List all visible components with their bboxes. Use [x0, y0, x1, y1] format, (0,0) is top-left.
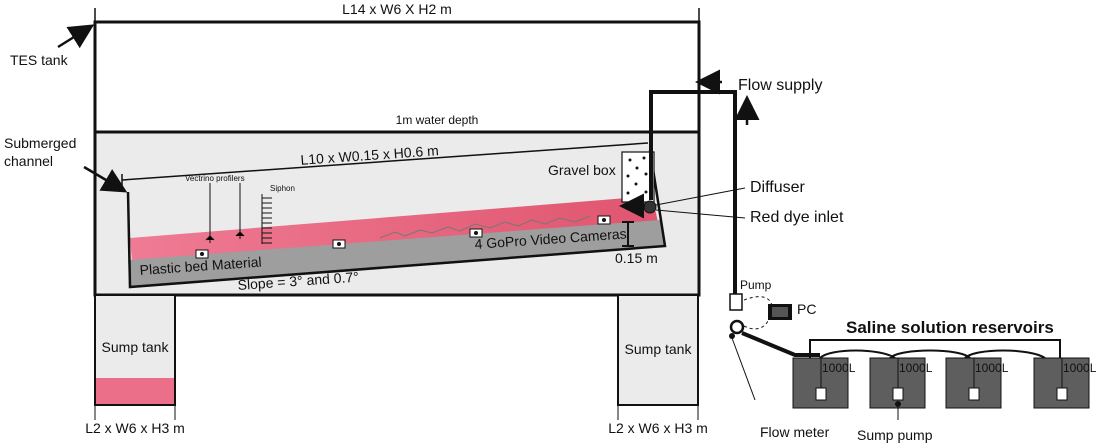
reservoir-3: [945, 357, 1002, 409]
flow-meter-label: Flow meter: [760, 424, 830, 440]
gravel-box-label: Gravel box: [548, 162, 616, 178]
camera-icon: [469, 228, 483, 238]
flow-meter: [729, 319, 745, 335]
reservoir-2: [869, 357, 926, 409]
pump: [729, 293, 743, 311]
sump-pump-label: Sump pump: [857, 427, 933, 443]
tes-tank-arrow: [57, 24, 95, 49]
reservoir-2-cap: 1000L: [899, 361, 933, 375]
camera-icon: [332, 239, 346, 249]
pc-label: PC: [797, 301, 816, 317]
tes-dims-label: L14 x W6 X H2 m: [342, 1, 452, 17]
red-dye-inlet-label: Red dye inlet: [750, 209, 844, 226]
sump-tank-left: [94, 294, 176, 406]
reservoir-3-cap: 1000L: [975, 361, 1009, 375]
sump-tank-right-label: Sump tank: [625, 341, 693, 357]
camera-icon: [597, 215, 611, 225]
sump-dims-right: L2 x W6 x H3 m: [608, 420, 708, 436]
camera-icon: [195, 249, 209, 259]
tes-tank-label: TES tank: [10, 52, 69, 68]
submerged-label-2: channel: [4, 153, 53, 169]
bed-material: [128, 220, 665, 287]
dye-layer: [130, 196, 658, 262]
sump-tank-right: [617, 294, 699, 406]
submerged-label-1: Submerged: [4, 135, 76, 151]
reservoir-4-cap: 1000L: [1063, 361, 1097, 375]
flow-supply-label: Flow supply: [738, 77, 822, 94]
flow-supply-pipe: [649, 90, 737, 310]
reservoir-4: [1033, 357, 1090, 409]
diffuser: [643, 200, 657, 214]
sump-tank-left-label: Sump tank: [102, 339, 170, 355]
water-depth-label: 1m water depth: [396, 113, 479, 127]
siphon-label: Siphon: [270, 184, 295, 193]
diffuser-label: Diffuser: [750, 179, 806, 196]
height-015-label: 0.15 m: [615, 250, 658, 266]
siphon: [261, 194, 272, 244]
reservoir-1-cap: 1000L: [822, 361, 856, 375]
channel: [126, 149, 667, 289]
sump-dims-left: L2 x W6 x H3 m: [85, 420, 185, 436]
reservoir-1: [792, 357, 849, 409]
vectrino-profilers: [205, 183, 245, 243]
reservoirs-title: Saline solution reservoirs: [846, 318, 1054, 337]
submerged-arrow: [83, 165, 128, 193]
camera-icons: [195, 215, 611, 259]
pump-label: Pump: [740, 278, 772, 292]
vectrino-label: Vectrino profilers: [185, 174, 245, 183]
